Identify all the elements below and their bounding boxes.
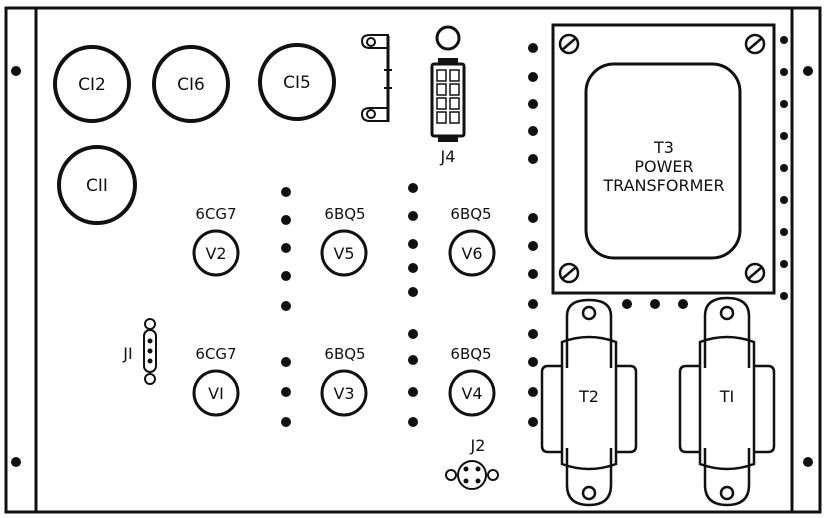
capacitor-c16: CI6 <box>152 45 230 123</box>
capacitor-c11: CII <box>57 145 137 225</box>
mounting-hole <box>803 457 813 467</box>
terminal-strip <box>360 34 392 122</box>
jack-label: JI <box>122 344 132 363</box>
capacitor-label: CI6 <box>177 75 205 95</box>
hole-column-right <box>528 43 538 427</box>
transformer-label: TRANSFORMER <box>602 176 724 195</box>
tube-type-label: 6CG7 <box>195 345 236 363</box>
transformer-t1: TI <box>678 296 776 507</box>
transformer-label: TI <box>719 387 735 406</box>
hole-column-edge <box>780 36 788 300</box>
mounting-hole <box>11 457 21 467</box>
capacitor-label: CI5 <box>283 73 311 93</box>
transformer-label: POWER <box>634 157 693 176</box>
tube-v2: 6CG7 V2 <box>192 205 240 277</box>
tube-v5: 6BQ5 V5 <box>320 205 368 277</box>
transformer-t2: T2 <box>540 298 638 507</box>
connector-j4: J4 <box>430 58 466 166</box>
transformer-label: T3 <box>653 138 674 157</box>
tube-label: VI <box>208 384 224 403</box>
transformer-t3: T3 POWER TRANSFORMER <box>551 23 776 295</box>
capacitor-label: CI2 <box>78 75 106 95</box>
tube-label: V2 <box>205 244 226 263</box>
tube-type-label: 6BQ5 <box>450 205 491 223</box>
capacitor-label: CII <box>86 176 108 196</box>
mounting-hole <box>803 66 813 76</box>
hole-row-transformer <box>622 299 688 309</box>
capacitor-c12: CI2 <box>53 45 131 123</box>
hole-column-middle <box>408 183 418 427</box>
tube-label: V3 <box>333 384 354 403</box>
hole-column-left <box>281 187 291 427</box>
mounting-holes <box>11 66 813 467</box>
transformer-screws <box>558 33 766 284</box>
tube-v4: 6BQ5 V4 <box>448 345 496 417</box>
tube-label: V5 <box>333 244 354 263</box>
tube-v6: 6BQ5 V6 <box>448 205 496 277</box>
capacitor-c15: CI5 <box>258 43 336 121</box>
chassis-outline <box>4 6 822 514</box>
mounting-hole <box>11 66 21 76</box>
tube-label: V6 <box>461 244 482 263</box>
tube-type-label: 6CG7 <box>195 205 236 223</box>
tube-type-label: 6BQ5 <box>324 205 365 223</box>
grommet <box>435 25 461 51</box>
tube-type-label: 6BQ5 <box>324 345 365 363</box>
tube-type-label: 6BQ5 <box>450 345 491 363</box>
jack-label: J2 <box>470 436 486 455</box>
tube-v1: 6CG7 VI <box>192 345 240 417</box>
tube-label: V4 <box>461 384 482 403</box>
tube-v3: 6BQ5 V3 <box>320 345 368 417</box>
connector-label: J4 <box>440 147 456 166</box>
transformer-label: T2 <box>578 387 599 406</box>
jack-j2: J2 <box>445 436 499 490</box>
jack-j1: JI <box>122 318 157 385</box>
